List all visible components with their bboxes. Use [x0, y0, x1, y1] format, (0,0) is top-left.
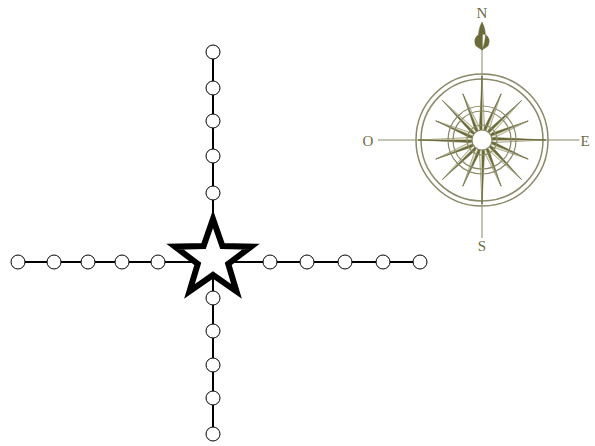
station-circle	[206, 427, 220, 441]
station-circle	[11, 255, 25, 269]
station-circle	[47, 255, 61, 269]
fleur-de-lis	[475, 22, 489, 50]
station-circle	[115, 255, 129, 269]
compass-letter: N	[476, 6, 489, 21]
station-circle	[206, 291, 220, 305]
station-circle	[263, 255, 277, 269]
station-circle	[206, 149, 220, 163]
compass-ring	[467, 125, 497, 155]
station-circle	[413, 255, 427, 269]
compass-letter: S	[477, 239, 487, 254]
compass-ring	[472, 130, 492, 150]
station-circle	[376, 255, 390, 269]
station-circle	[206, 114, 220, 128]
compass-letter: E	[579, 134, 590, 149]
compass-rose	[378, 22, 583, 238]
compass-ring	[453, 111, 511, 169]
compass-ring	[416, 74, 548, 206]
station-circle	[206, 391, 220, 405]
station-circle	[206, 186, 220, 200]
station-circle	[151, 255, 165, 269]
station-circle	[206, 81, 220, 95]
compass-letter: O	[362, 134, 375, 149]
center-star	[175, 219, 251, 291]
station-circle	[300, 255, 314, 269]
station-circle	[81, 255, 95, 269]
station-circle	[206, 358, 220, 372]
cross-figure	[11, 45, 427, 441]
station-circle	[338, 255, 352, 269]
compass-ring	[448, 106, 516, 174]
station-circle	[206, 324, 220, 338]
station-circle	[206, 45, 220, 59]
